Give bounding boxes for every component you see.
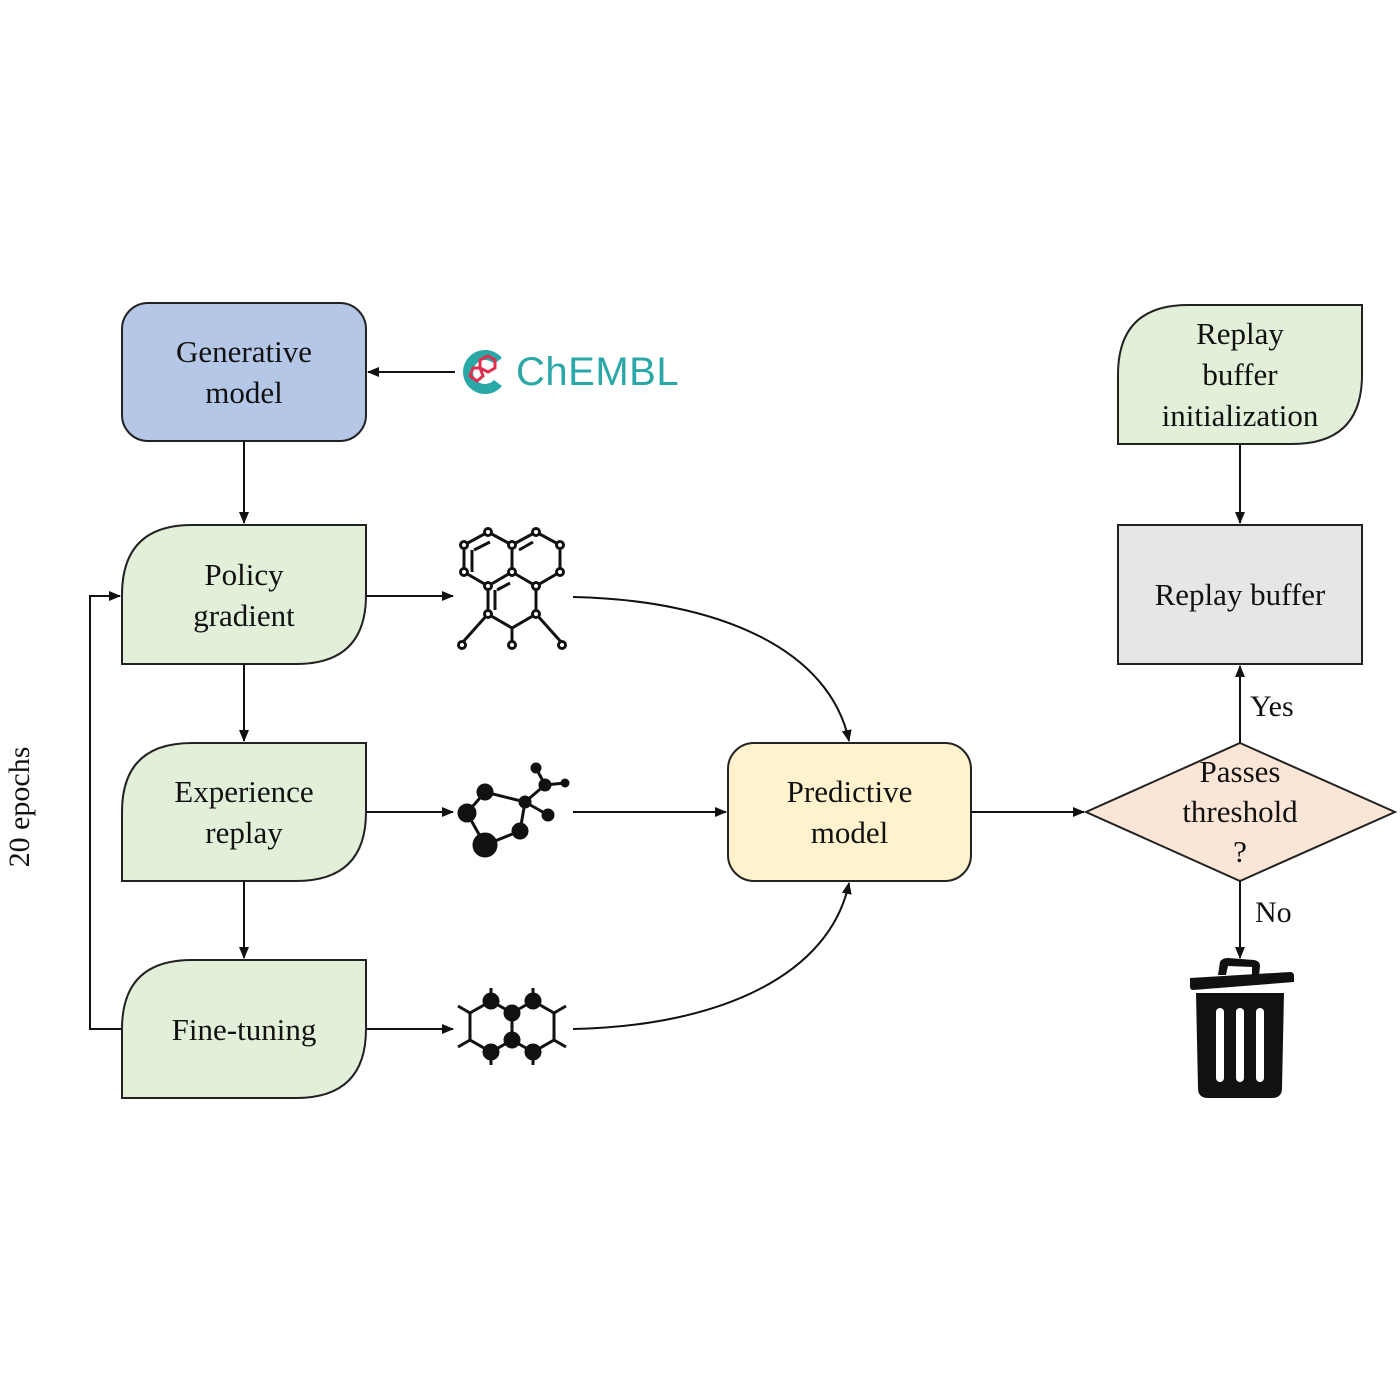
decision-label: Passes threshold ?: [1182, 754, 1298, 869]
chembl-logo: ChEMBL: [458, 342, 679, 402]
generative-model-label: Generative model: [176, 334, 312, 410]
replay-buffer-init-label: Replay buffer initialization: [1161, 316, 1319, 433]
chembl-logo-text: ChEMBL: [516, 349, 680, 394]
arrow-loop-back: [89, 591, 122, 1030]
arrow-molecule1-to-predictive: [572, 596, 852, 742]
arrow-molecule3-to-predictive: [572, 882, 852, 1030]
chembl-logo-icon: [463, 350, 502, 394]
yes-label: Yes: [1250, 690, 1294, 723]
fine-tuning-label: Fine-tuning: [171, 1011, 317, 1047]
molecule-icon-ball-stick: [457, 762, 570, 858]
trash-icon: [1190, 958, 1294, 1098]
replay-buffer-box: [1117, 524, 1363, 665]
policy-gradient-label: Policy gradient: [193, 556, 295, 633]
epochs-label: 20 epochs: [3, 746, 36, 868]
molecule-icon-hexagonal: [457, 527, 567, 650]
experience-replay-label: Experience replay: [174, 774, 314, 850]
no-label: No: [1255, 896, 1292, 929]
replay-buffer-init-box: [1117, 304, 1363, 445]
molecule-icon-naphthalene: [457, 988, 567, 1065]
replay-buffer-label: Replay buffer: [1154, 577, 1326, 612]
predictive-model-label: Predictive model: [786, 774, 913, 850]
